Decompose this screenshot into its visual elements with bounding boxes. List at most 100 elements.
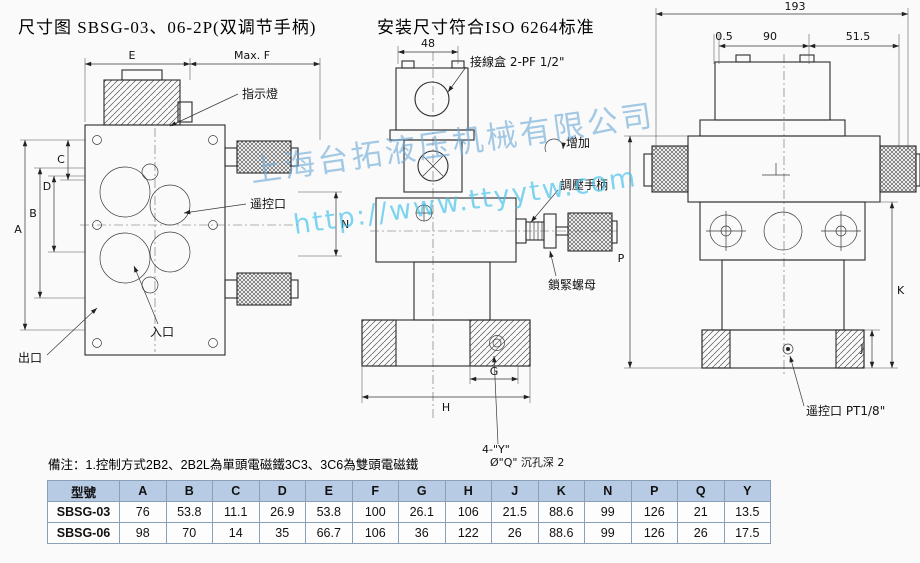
cell: 99 [584, 522, 632, 544]
page-title: 尺寸图 SBSG-03、06-2P(双调节手柄) [18, 18, 317, 37]
valve-body-front [84, 124, 226, 356]
dim-label-e: E [129, 49, 136, 62]
col-header: A [119, 480, 167, 502]
port-circle [99, 232, 151, 284]
callout-lock-nut: 鎖緊螺母 [548, 277, 596, 292]
col-header: B [165, 480, 213, 502]
dim-label-g: G [490, 365, 499, 378]
col-header: G [398, 480, 446, 502]
dim-label-max-f: Max. F [234, 49, 270, 62]
col-header: N [584, 480, 632, 502]
cell: 66.7 [305, 522, 353, 544]
col-header: Y [723, 480, 771, 502]
col-header: E [305, 480, 353, 502]
cell: 21 [677, 501, 725, 523]
cell: 53.8 [305, 501, 353, 523]
cell-model: SBSG-03 [47, 501, 120, 523]
cell: 17.5 [723, 522, 771, 544]
cell: 100 [351, 501, 399, 523]
dim-label-c: C [57, 153, 65, 166]
dim-label-n: N [341, 218, 349, 231]
callout-indicator-light: 指示燈 [242, 86, 278, 101]
col-header: J [491, 480, 539, 502]
dim-label-a: A [14, 223, 22, 236]
side-knob-left [651, 145, 689, 193]
dim-label-j: J [859, 342, 863, 355]
dim-label-k: K [897, 284, 905, 297]
solenoid-top [103, 79, 181, 126]
adjust-knob-lower [236, 272, 292, 306]
side-view: 48 接線盒 2-PF 1/2" 增加 調壓手柄 鎖緊螺母 G H [361, 37, 618, 469]
cell: 26.1 [398, 501, 446, 523]
col-header: P [630, 480, 678, 502]
page-subtitle: 安装尺寸符合ISO 6264标准 [377, 18, 595, 37]
callout-inlet: 入口 [150, 325, 174, 339]
cell: 126 [630, 501, 678, 523]
cell: 26.9 [258, 501, 306, 523]
cell: 98 [119, 522, 167, 544]
dim-label-p: P [618, 252, 625, 265]
port-circle [99, 166, 151, 218]
cell: 106 [444, 501, 492, 523]
dim-label-515: 51.5 [846, 30, 871, 43]
cell: 26 [491, 522, 539, 544]
dimension-table: 型號 A B C D E F G H J K N P Q Y SBSG-03 7… [47, 480, 771, 544]
col-header: H [444, 480, 492, 502]
table-row: SBSG-06 98 70 14 35 66.7 106 36 122 26 8… [47, 522, 771, 544]
cell: 11.1 [212, 501, 260, 523]
pressure-handle-knob [567, 212, 613, 252]
dim-label-b: B [29, 207, 37, 220]
solenoid-cap [121, 69, 163, 81]
col-header: F [351, 480, 399, 502]
end-view: 193 0.5 90 51.5 P K J [618, 0, 920, 418]
cell: 88.6 [537, 522, 585, 544]
dim-label-h: H [442, 401, 450, 414]
front-view: E Max. F A B D C N 指示燈 [14, 49, 349, 365]
callout-remote-port-pt18: 遥控口 PT1/8" [806, 404, 885, 418]
valve-body-side [375, 197, 517, 263]
col-header: Q [677, 480, 725, 502]
side-knob-right [879, 145, 917, 193]
hole-note-line1: 4-"Y" [482, 443, 510, 456]
remark-note: 備注：1.控制方式2B2、2B2L為單頭電磁鐵3C3、3C6為雙頭電磁鐵 [48, 458, 419, 472]
col-header: D [258, 480, 306, 502]
dim-label-48: 48 [421, 37, 435, 50]
callout-remote-port: 遥控口 [250, 197, 286, 211]
cell: 21.5 [491, 501, 539, 523]
callout-increase: 增加 [566, 136, 590, 150]
cell: 99 [584, 501, 632, 523]
cell: 26 [677, 522, 725, 544]
dim-label-90: 90 [763, 30, 777, 43]
cell-model: SBSG-06 [47, 522, 120, 544]
cell: 13.5 [723, 501, 771, 523]
cell: 106 [351, 522, 399, 544]
cell: 36 [398, 522, 446, 544]
cell: 126 [630, 522, 678, 544]
col-header: C [212, 480, 260, 502]
indicator-light-body [177, 101, 193, 123]
cell: 122 [444, 522, 492, 544]
top-block [714, 61, 831, 121]
dim-label-d: D [43, 180, 51, 193]
table-header-row: 型號 A B C D E F G H J K N P Q Y [47, 480, 771, 502]
dim-label-193: 193 [785, 0, 806, 13]
hole-note-line2: Ø"Q" 沉孔深 2 [490, 456, 564, 469]
technical-drawing: E Max. F A B D C N 指示燈 [14, 0, 920, 469]
callout-outlet: 出口 [18, 351, 42, 365]
port-circle [149, 231, 191, 273]
cell: 53.8 [165, 501, 213, 523]
table-row: SBSG-03 76 53.8 11.1 26.9 53.8 100 26.1 … [47, 501, 771, 523]
callout-junction-box: 接線盒 2-PF 1/2" [470, 54, 565, 69]
adjust-knob-upper [236, 140, 292, 174]
solenoid-side [403, 139, 463, 193]
junction-box [395, 67, 469, 131]
cell: 70 [165, 522, 213, 544]
cell: 14 [212, 522, 260, 544]
cell: 88.6 [537, 501, 585, 523]
dim-label-05: 0.5 [715, 30, 733, 43]
port-circle [149, 184, 191, 226]
cell: 76 [119, 501, 167, 523]
cell: 35 [258, 522, 306, 544]
callout-pressure-handle: 調壓手柄 [560, 178, 608, 192]
